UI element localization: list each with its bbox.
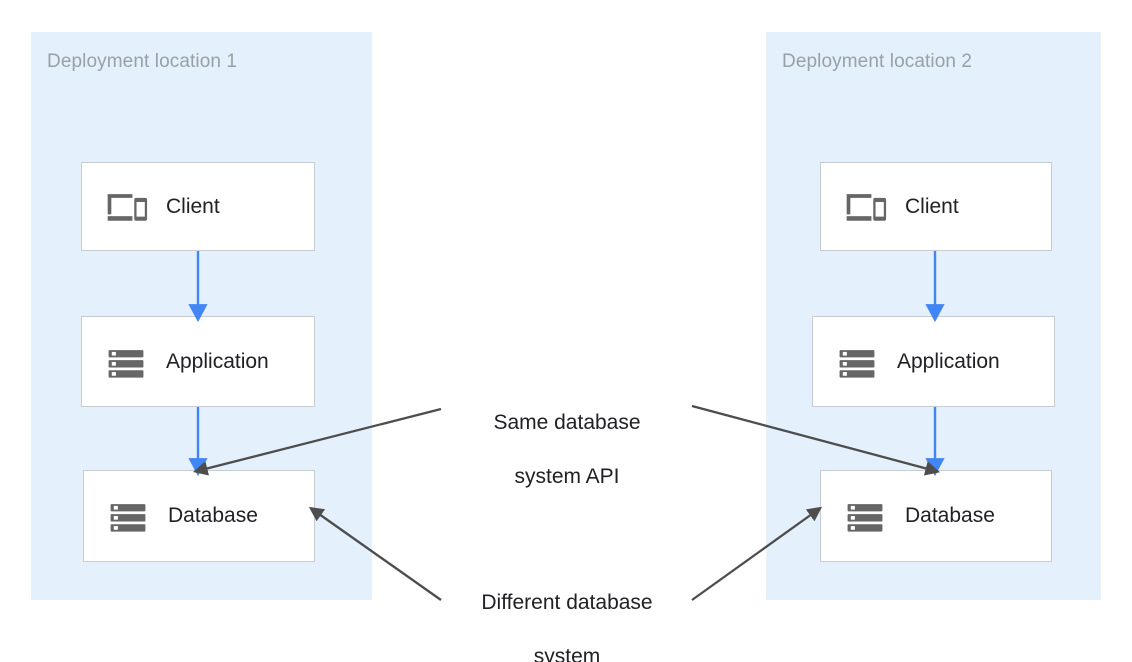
node-label-client-1: Client bbox=[166, 194, 220, 218]
devices-icon bbox=[107, 193, 148, 221]
annotation-same-database-system-api: Same database system API bbox=[445, 382, 689, 517]
node-database-2[interactable]: Database bbox=[820, 470, 1052, 562]
zone-title-2: Deployment location 2 bbox=[782, 51, 973, 72]
node-label-client-2: Client bbox=[905, 194, 959, 218]
node-database-1[interactable]: Database bbox=[83, 470, 315, 562]
node-application-1[interactable]: Application bbox=[81, 316, 315, 407]
node-label-application-1: Application bbox=[166, 349, 269, 373]
node-label-database-1: Database bbox=[168, 504, 258, 527]
devices-icon bbox=[846, 193, 887, 221]
node-application-2[interactable]: Application bbox=[812, 316, 1055, 407]
annotation-different-system-line-2: system bbox=[533, 645, 601, 662]
annotation-same-api-line-1: Same database bbox=[493, 411, 641, 434]
node-client-2[interactable]: Client bbox=[820, 162, 1052, 251]
node-label-database-2: Database bbox=[905, 504, 995, 527]
annotation-different-system-line-1: Different database bbox=[481, 591, 653, 614]
annotation-same-api-line-2: system API bbox=[514, 465, 620, 488]
annotation-different-database-system: Different database system bbox=[443, 562, 691, 662]
server-icon bbox=[847, 504, 883, 532]
node-client-1[interactable]: Client bbox=[81, 162, 315, 251]
node-label-application-2: Application bbox=[897, 349, 1000, 373]
server-icon bbox=[839, 349, 875, 378]
zone-title-1: Deployment location 1 bbox=[47, 51, 238, 72]
server-icon bbox=[108, 349, 144, 378]
server-icon bbox=[110, 504, 146, 532]
